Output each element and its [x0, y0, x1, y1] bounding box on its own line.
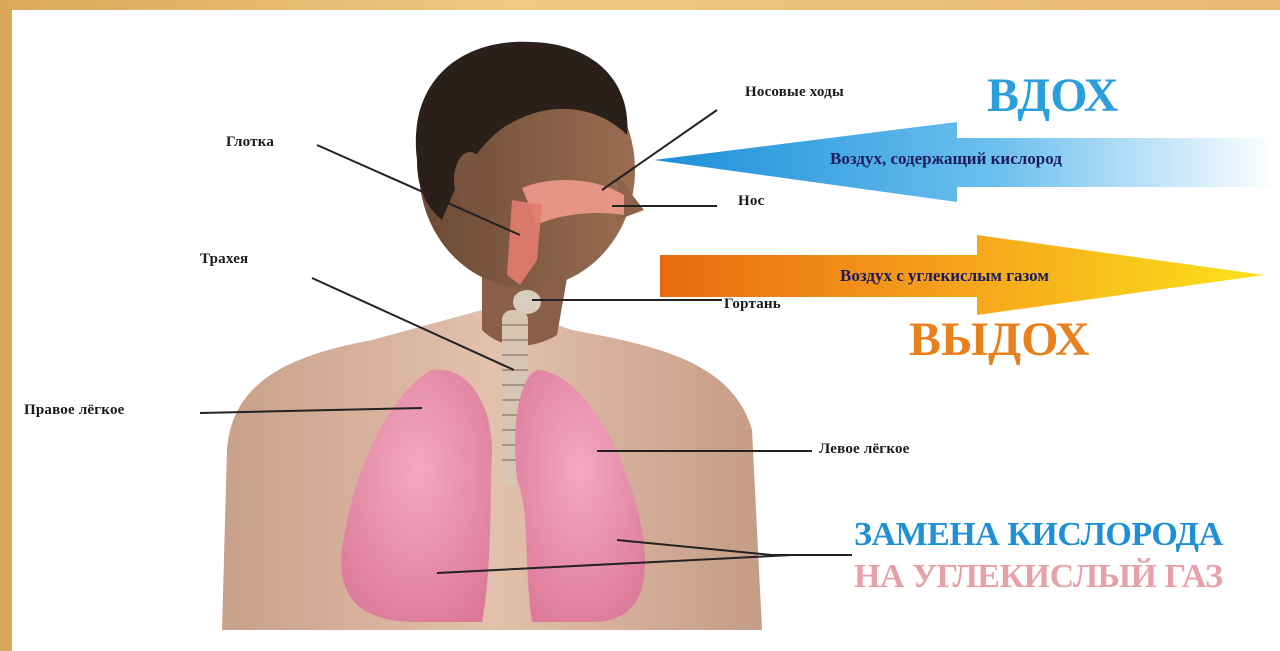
inhale-title: ВДОХ — [987, 68, 1118, 123]
label-nasal-passages: Носовые ходы — [745, 84, 844, 101]
exhale-title: ВЫДОХ — [909, 312, 1089, 367]
label-right-lung: Правое лёгкое — [24, 402, 125, 419]
exhale-arrow-text: Воздух с углекислым газом — [840, 266, 1049, 286]
label-pharynx: Глотка — [226, 134, 274, 151]
slide: Носовые ходы Глотка Нос Трахея Гортань П… — [12, 10, 1280, 651]
inhale-arrow-text: Воздух, содержащий кислород — [830, 149, 1062, 169]
torso — [222, 310, 762, 630]
ear — [454, 152, 486, 208]
label-left-lung: Левое лёгкое — [819, 441, 910, 458]
exchange-line-2: НА УГЛЕКИСЛЫЙ ГАЗ — [854, 558, 1223, 596]
label-larynx: Гортань — [724, 296, 781, 313]
label-trachea: Трахея — [200, 251, 248, 268]
exchange-line-1: ЗАМЕНА КИСЛОРОДА — [854, 516, 1223, 554]
label-nose: Нос — [738, 193, 764, 210]
